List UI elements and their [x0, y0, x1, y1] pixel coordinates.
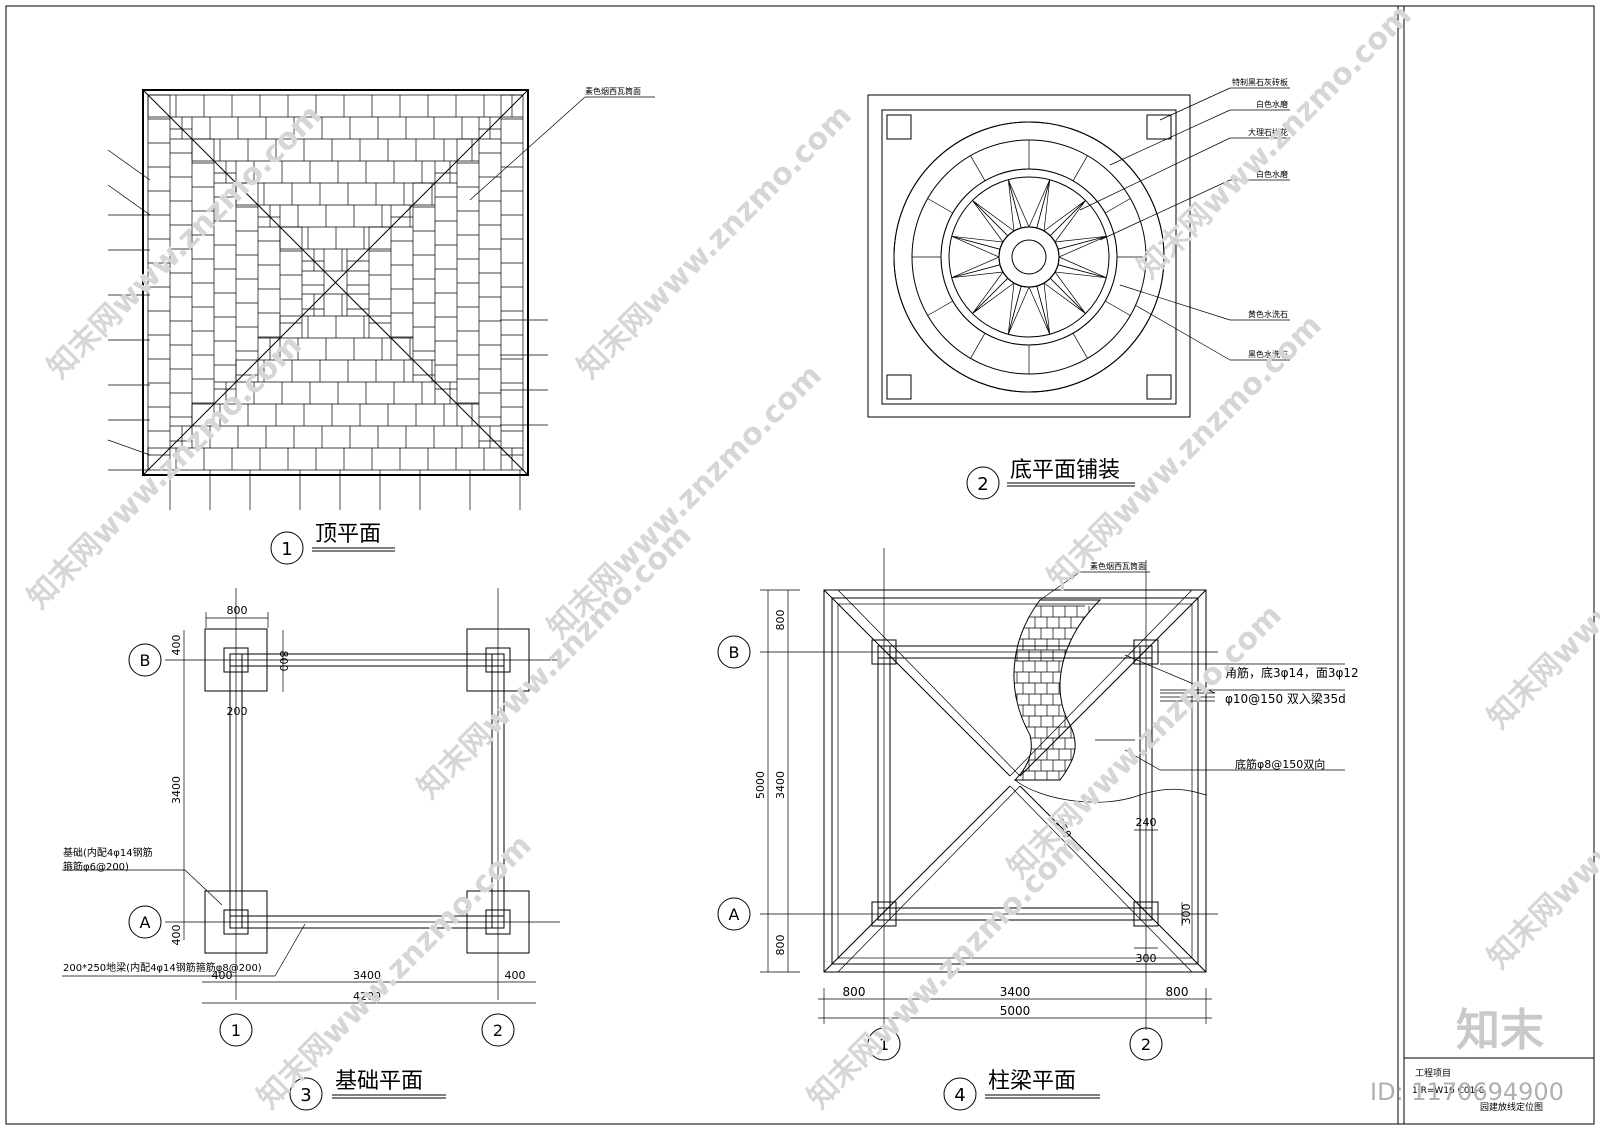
axis-label: B — [140, 651, 151, 670]
axis-label: 2 — [1141, 1035, 1151, 1054]
view-number-circle — [943, 1077, 977, 1111]
column — [223, 909, 249, 935]
view-title: 顶平面 — [315, 522, 381, 547]
view-number-circle — [966, 466, 1000, 500]
axis-bubble — [867, 1027, 901, 1061]
dim-label: 3400 — [170, 776, 183, 804]
dim-label: 300 — [1180, 904, 1193, 925]
dim-label: 400 — [212, 969, 233, 982]
dim-label: 3400 — [1000, 985, 1031, 999]
rebar-note: 角筋，底3φ14，面3φ12 — [1225, 665, 1359, 680]
paving-callout: 特制黑石灰砖板 — [1232, 77, 1288, 87]
view-title: 基础平面 — [335, 1069, 423, 1094]
watermark-text: 知末网www.znzmo.com — [1481, 688, 1600, 976]
watermark-text: 知末网www.znzmo.com — [1041, 308, 1329, 596]
drawing-title: 园建放线定位图 — [1480, 1101, 1543, 1113]
view-number: 2 — [977, 474, 988, 495]
footing-note: 基础(内配4φ14钢筋 — [63, 846, 153, 859]
axis-label: 1 — [231, 1021, 241, 1040]
dim-label: 300 — [1136, 952, 1157, 965]
dim-label: 240 — [1136, 816, 1157, 829]
axis-label: 2 — [493, 1021, 503, 1040]
axis-label: 1 — [879, 1035, 889, 1054]
footing-note: 箍筋φ6@200) — [63, 860, 129, 873]
view-column-beam-plan: 角筋，底3φ14，面3φ12 φ10@150 双入梁35d 底筋φ8@150双向… — [717, 548, 1359, 1111]
watermark-text: 知末网www.znzmo.com — [571, 98, 859, 386]
watermark-id: ID: 1170694900 — [1370, 1078, 1564, 1106]
footing — [204, 628, 268, 692]
column — [485, 909, 511, 935]
axis-label: A — [729, 905, 740, 924]
dim-label: 4200 — [353, 990, 381, 1003]
view-number: 1 — [281, 539, 292, 560]
watermark-text: 知末网www.znzmo.com — [1001, 598, 1289, 886]
dim-label: 400 — [505, 969, 526, 982]
axis-bubble — [717, 897, 751, 931]
dim-label: 400 — [170, 635, 183, 656]
view-title: 柱梁平面 — [988, 1069, 1076, 1094]
paving-callout: 白色水磨 — [1256, 169, 1288, 179]
dim-label: 3400 — [353, 969, 381, 982]
watermark-text: 知末网www.znzmo.com — [1481, 448, 1600, 736]
footing — [466, 628, 530, 692]
dim-label: 800 — [774, 935, 787, 956]
dim-label: 200 — [227, 705, 248, 718]
footing — [466, 890, 530, 954]
view-number-circle — [270, 531, 304, 565]
paving-callout: 大理石拼花 — [1248, 127, 1288, 137]
axis-bubble — [717, 635, 751, 669]
view-number-circle — [289, 1077, 323, 1111]
dim-label: 800 — [843, 985, 866, 999]
title-block: 知末 工程项目 1 R=W16 C01-6 园建放线定位图 ID: 117069… — [1370, 1005, 1564, 1113]
roof-callout: 素色烟西瓦筒面 — [585, 86, 641, 96]
view-number: 3 — [300, 1085, 311, 1106]
dim-label: 800 — [227, 604, 248, 617]
dim-label: 3400 — [774, 771, 787, 799]
tile-callout: 素色烟西瓦筒面 — [1090, 561, 1146, 571]
axis-bubble — [481, 1013, 515, 1047]
project-label: 工程项目 — [1415, 1068, 1451, 1079]
sheet-border — [5, 5, 1595, 1125]
axis-bubble — [219, 1013, 253, 1047]
axis-bubble — [128, 905, 162, 939]
axis-label: B — [729, 643, 740, 662]
dim-label: 800 — [277, 651, 290, 672]
watermark-text: 知末网www.znzmo.com — [1131, 0, 1419, 286]
rebar-note: 底筋φ8@150双向 — [1235, 757, 1325, 771]
axis-bubble — [1129, 1027, 1163, 1061]
axis-label: A — [140, 913, 151, 932]
rebar-note: φ10@150 双入梁35d — [1225, 691, 1346, 706]
dim-label: 400 — [170, 925, 183, 946]
paving-callout: 白色水磨 — [1256, 99, 1288, 109]
paving-callout: 黄色水洗石 — [1248, 309, 1288, 319]
axis-bubble — [128, 643, 162, 677]
beam-note: 200*250地梁(内配4φ14钢筋箍筋φ8@200) — [63, 961, 262, 974]
dim-label: 5000 — [754, 771, 767, 799]
dim-label: 800 — [1166, 985, 1189, 999]
view-foundation-plan: 800 400 3400 400 800 200 400 3400 400 42… — [62, 588, 560, 1111]
view-number: 4 — [954, 1085, 965, 1106]
paving-callout: 黑色水洗石 — [1248, 349, 1288, 359]
project-code: 1 R=W16 C01-6 — [1412, 1086, 1485, 1096]
column — [223, 647, 249, 673]
column — [485, 647, 511, 673]
watermark-logo: 知末 — [1456, 1005, 1544, 1056]
view-title: 底平面铺装 — [1010, 458, 1120, 483]
watermark-text: 知末网www.znzmo.com — [411, 518, 699, 806]
view-roof-plan: 素色烟西瓦筒面 1 顶平面 — [107, 86, 655, 565]
dim-label: 5000 — [1000, 1004, 1031, 1018]
dim-label: 800 — [774, 610, 787, 631]
footing — [204, 890, 268, 954]
watermark-text: 知末网www.znzmo.com — [541, 358, 829, 646]
